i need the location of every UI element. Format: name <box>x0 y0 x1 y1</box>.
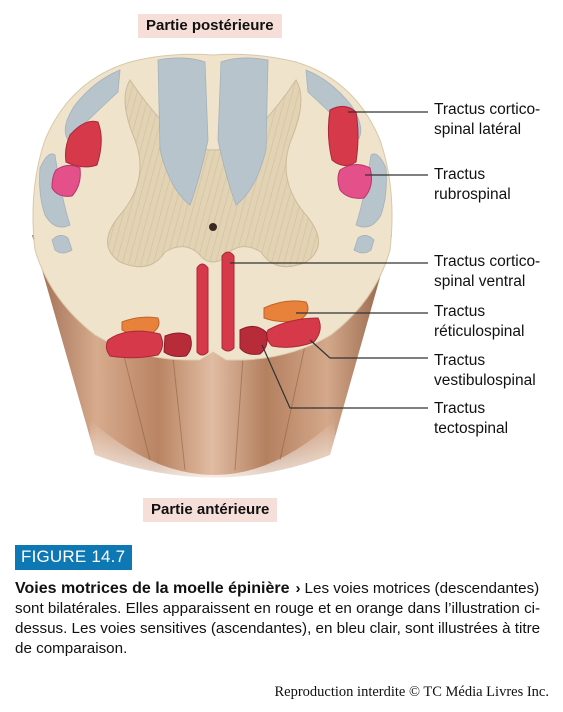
tract-label-lateral-corticospinal: Tractus cortico-spinal latéral <box>434 101 541 138</box>
sensory-tracts <box>39 57 387 254</box>
rubrospinal-left <box>51 164 81 197</box>
caption-arrow: › <box>295 580 301 597</box>
tectospinal-left <box>163 332 192 357</box>
posterior-label: Partie postérieure <box>138 14 282 38</box>
figure-caption: Voies motrices de la moelle épinière ›Les… <box>15 579 553 659</box>
vestibulospinal-right <box>266 317 321 348</box>
figure-number: FIGURE 14.7 <box>15 545 133 570</box>
caption-title: Voies motrices de la moelle épinière <box>15 580 290 597</box>
anterior-label: Partie antérieure <box>143 498 278 522</box>
motor-tracts <box>51 106 372 359</box>
tract-label-ventral-corticospinal: Tractus cortico-spinal ventral <box>434 253 541 290</box>
lateral-corticospinal-right <box>327 106 359 166</box>
vestibulospinal-left <box>105 330 164 359</box>
caption-text: Les voies motrices (descendantes) sont b… <box>15 580 541 657</box>
lateral-corticospinal-left <box>65 120 102 168</box>
spinal-cord-diagram <box>32 53 428 500</box>
ventral-corticospinal-right <box>221 251 235 352</box>
leader-lines <box>230 111 428 409</box>
central-canal <box>209 223 217 231</box>
tectospinal-right <box>239 326 268 355</box>
rubrospinal-right <box>337 164 372 199</box>
ventral-corticospinal-left <box>196 263 209 356</box>
copyright-notice: Reproduction interdite © TC Média Livres… <box>274 684 549 700</box>
